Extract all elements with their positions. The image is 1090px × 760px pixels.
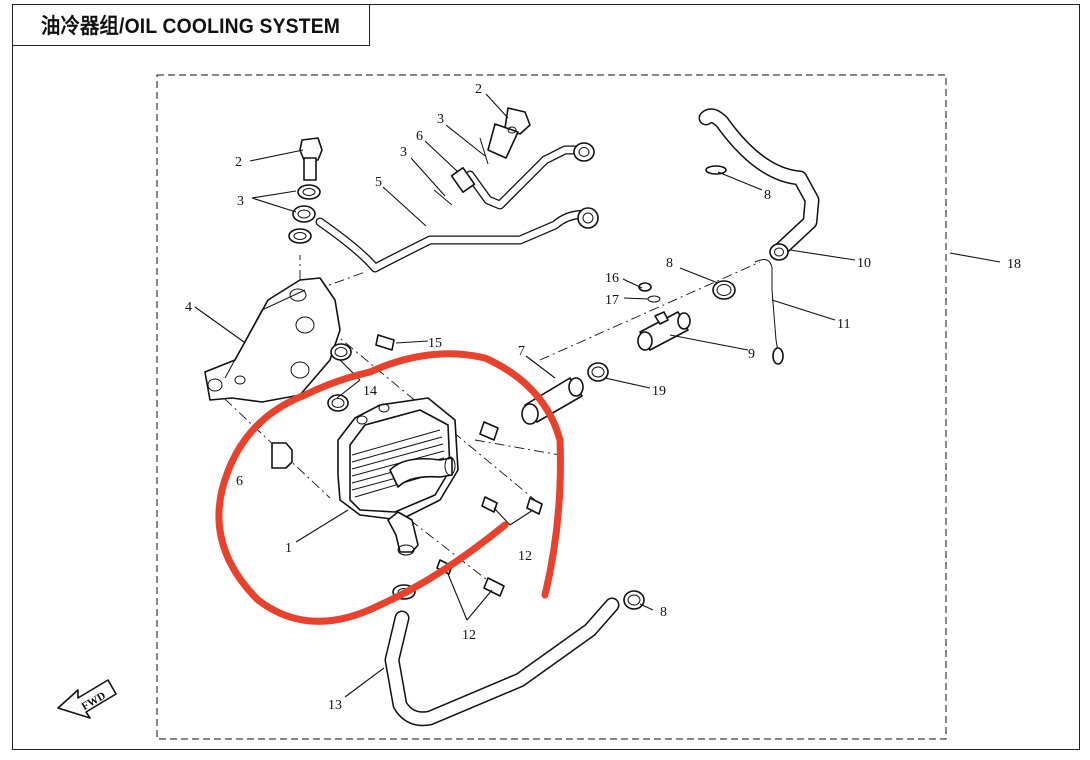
banjo-bolt-right [487, 107, 531, 159]
callout-6: 6 [416, 129, 423, 144]
callout-6-partial: 6 [236, 474, 243, 489]
bolts [271, 334, 543, 597]
callout-17: 17 [605, 293, 619, 308]
callout-3-top: 3 [437, 112, 444, 127]
callout-18: 18 [1007, 257, 1021, 272]
sensor-wire [754, 259, 784, 365]
callout-8-mid: 8 [666, 256, 673, 271]
callout-19: 19 [652, 384, 666, 399]
lower-hose [384, 584, 620, 727]
callout-numbers: 1 2 2 3 3 3 4 5 6 7 8 8 8 9 10 11 12 12 … [185, 82, 1021, 713]
assembly-boundary [156, 74, 947, 740]
thermostat-housing [637, 282, 691, 351]
callout-15: 15 [428, 336, 442, 351]
pipe-fitting [521, 377, 584, 425]
callout-16: 16 [605, 271, 619, 286]
mounting-bracket [204, 277, 341, 403]
callout-8-bottom: 8 [660, 605, 667, 620]
callout-1: 1 [285, 541, 292, 556]
callout-10: 10 [857, 256, 871, 271]
callout-11: 11 [837, 317, 850, 332]
callout-8-top: 8 [764, 188, 771, 203]
callout-4: 4 [185, 300, 192, 315]
fwd-arrow: FWD [57, 679, 117, 719]
hose-clamps [587, 165, 736, 610]
callout-3-mid: 3 [400, 145, 407, 160]
callout-12-lower: 12 [462, 628, 476, 643]
leader-lines [194, 93, 1001, 698]
upper-hose [698, 108, 820, 261]
axis-lines [209, 255, 761, 591]
callout-2-top: 2 [475, 82, 482, 97]
drawing-frame [12, 4, 1080, 750]
oil-pipes [315, 137, 599, 273]
callout-3-left: 3 [237, 194, 244, 209]
callout-14: 14 [363, 384, 377, 399]
banjo-bolt-left [288, 137, 323, 244]
red-annotation-circle [215, 350, 564, 625]
page-title: 油冷器组/OIL COOLING SYSTEM [41, 15, 341, 38]
callout-12-right: 12 [518, 549, 532, 564]
callout-13: 13 [328, 698, 342, 713]
callout-2-left: 2 [235, 155, 242, 170]
callout-7: 7 [518, 344, 525, 359]
callout-5: 5 [375, 175, 382, 190]
o-rings [327, 343, 352, 412]
oil-cooler [337, 397, 459, 556]
title-box: 油冷器组/OIL COOLING SYSTEM [12, 4, 370, 46]
callout-9: 9 [748, 347, 755, 362]
